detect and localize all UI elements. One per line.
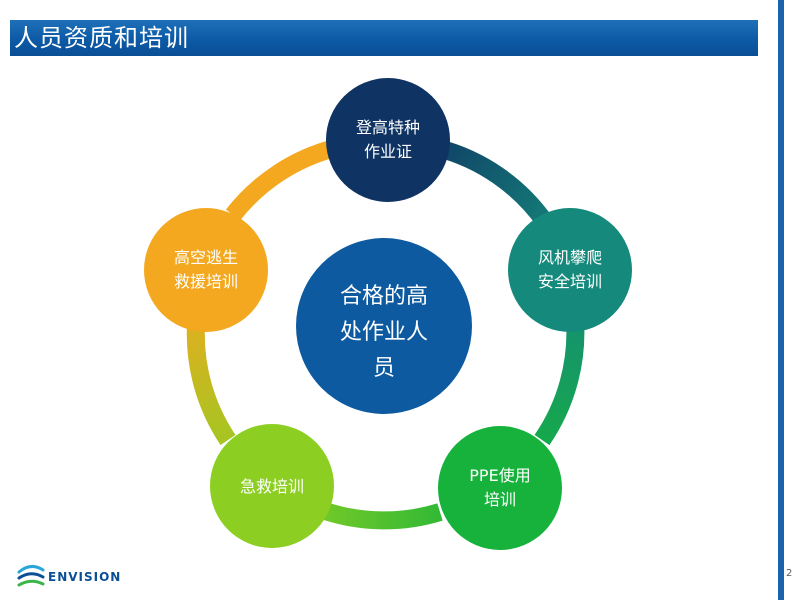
node-ppe-training-line-2: 培训 [484,490,516,509]
node-ppe-training: PPE使用 培训 [438,426,562,550]
ring-arc-3 [322,502,443,530]
envision-logo-icon [17,565,45,587]
node-rescue-training-line-1: 高空逃生 [174,248,238,267]
center-text-line-1: 合格的高 [340,284,428,309]
node-turbine-climbing-training-line-2: 安全培训 [538,272,602,291]
node-ppe-training-circle [438,426,562,550]
slide-title: 人员资质和培训 [14,24,189,52]
node-height-work-certificate-line-2: 作业证 [364,142,412,161]
node-turbine-climbing-training-circle [508,208,632,332]
center-text-line-2: 处作业人 [340,320,428,345]
logo-wordmark: ENVISION [48,570,122,584]
node-turbine-climbing-training-line-1: 风机攀爬 [538,248,602,267]
node-height-work-certificate-circle [326,78,450,202]
ring-arc-5 [225,139,338,221]
page-number: 2 [786,568,793,579]
ring-arc-1 [435,139,553,228]
ring-arc-2 [534,319,585,446]
node-height-work-certificate: 登高特种 作业证 [326,78,450,202]
center-text-line-3: 员 [373,356,395,381]
envision-logo: ENVISION [16,560,146,594]
node-rescue-training-circle [144,208,268,332]
node-ppe-training-line-1: PPE使用 [469,466,530,485]
node-first-aid-training: 急救培训 [210,424,334,548]
node-rescue-training: 高空逃生 救援培训 [144,208,268,332]
node-rescue-training-line-2: 救援培训 [174,272,238,291]
title-bar: 人员资质和培训 [10,20,758,56]
node-turbine-climbing-training: 风机攀爬 安全培训 [508,208,632,332]
node-first-aid-training-circle [210,424,334,548]
ring-arc-4 [186,324,236,446]
right-accent-strip [778,0,784,600]
node-first-aid-training-line-1: 急救培训 [240,477,304,496]
center-node: 合格的高 处作业人 员 [296,238,472,414]
node-height-work-certificate-line-1: 登高特种 [356,118,420,137]
center-node-circle [296,238,472,414]
